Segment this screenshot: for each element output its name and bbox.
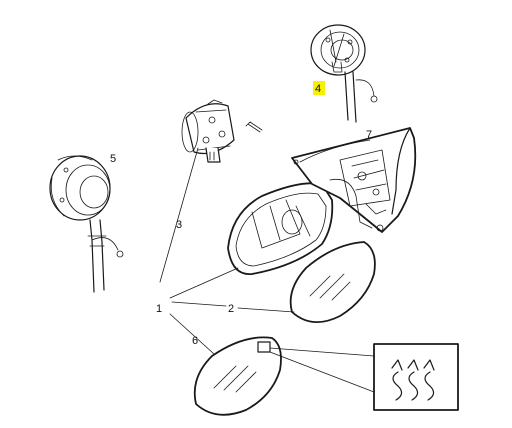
callout-5: 5: [110, 153, 116, 165]
mirror-motor-part-4: [310, 24, 378, 123]
callout-4-highlight: [313, 81, 325, 95]
callout-1: 1: [156, 303, 162, 315]
heating-element-detail: [269, 343, 459, 411]
heated-mirror-glass-part-6: [193, 336, 282, 416]
leader-lines: [159, 147, 295, 355]
callout-4: 4: [315, 83, 321, 95]
mirror-glass-part-2: [289, 241, 376, 323]
mirror-housing-assembly: [227, 127, 417, 275]
callout-3: 3: [176, 219, 182, 231]
callout-7: 7: [366, 129, 372, 141]
callout-6: 6: [192, 335, 198, 347]
actuator-screw: [245, 121, 263, 133]
callout-2: 2: [228, 303, 234, 315]
mirror-motor-part-5: [49, 155, 124, 293]
mirror-actuator-part-3: [181, 99, 235, 163]
